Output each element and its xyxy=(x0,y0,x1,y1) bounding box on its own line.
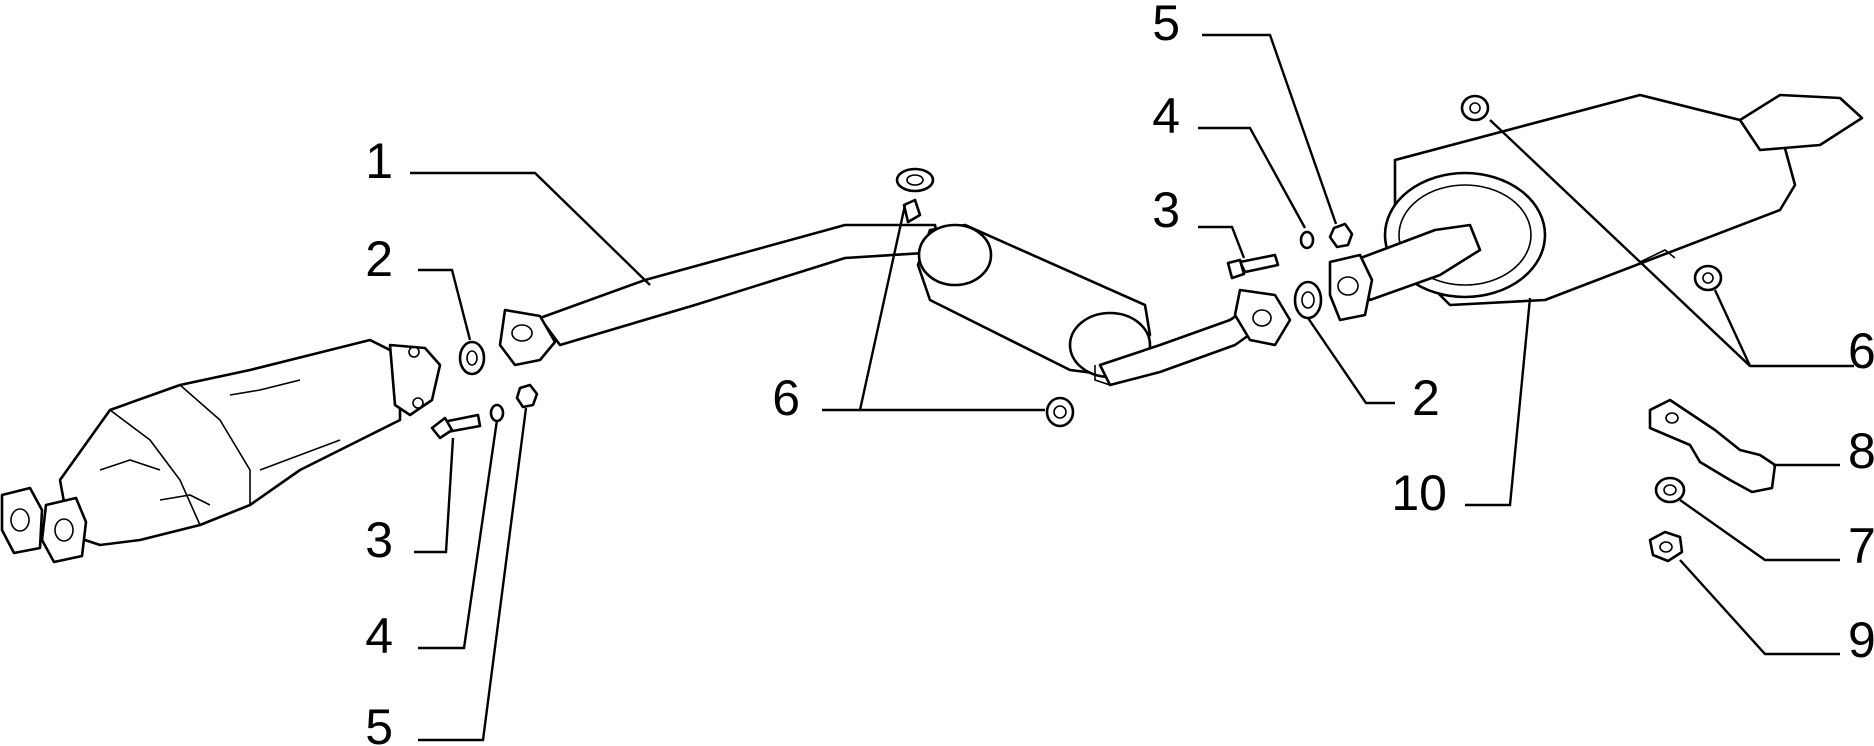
label-part-5-left: 5 xyxy=(365,699,393,746)
label-part-6-right: 6 xyxy=(1848,323,1874,379)
label-part-9: 9 xyxy=(1848,612,1874,668)
label-part-3-left: 3 xyxy=(365,512,393,568)
label-part-5-right: 5 xyxy=(1152,0,1180,51)
center-silencer xyxy=(916,223,1292,387)
label-part-10: 10 xyxy=(1391,465,1447,521)
label-part-3-right: 3 xyxy=(1152,182,1180,238)
label-part-6-center: 6 xyxy=(772,370,800,426)
label-part-2-right: 2 xyxy=(1412,370,1440,426)
part-labels: 1 2 3 4 5 6 3 4 5 2 10 6 8 7 9 xyxy=(365,0,1874,746)
label-part-1: 1 xyxy=(365,133,393,189)
label-part-4-right: 4 xyxy=(1152,88,1180,144)
leader-lines xyxy=(410,33,1854,742)
label-part-8: 8 xyxy=(1848,423,1874,479)
label-part-7: 7 xyxy=(1848,518,1874,574)
hardware xyxy=(430,94,1777,563)
label-part-2-left: 2 xyxy=(365,231,393,287)
rear-silencer xyxy=(1328,93,1864,322)
label-part-4-left: 4 xyxy=(365,608,393,664)
catalytic-converter xyxy=(0,338,442,564)
